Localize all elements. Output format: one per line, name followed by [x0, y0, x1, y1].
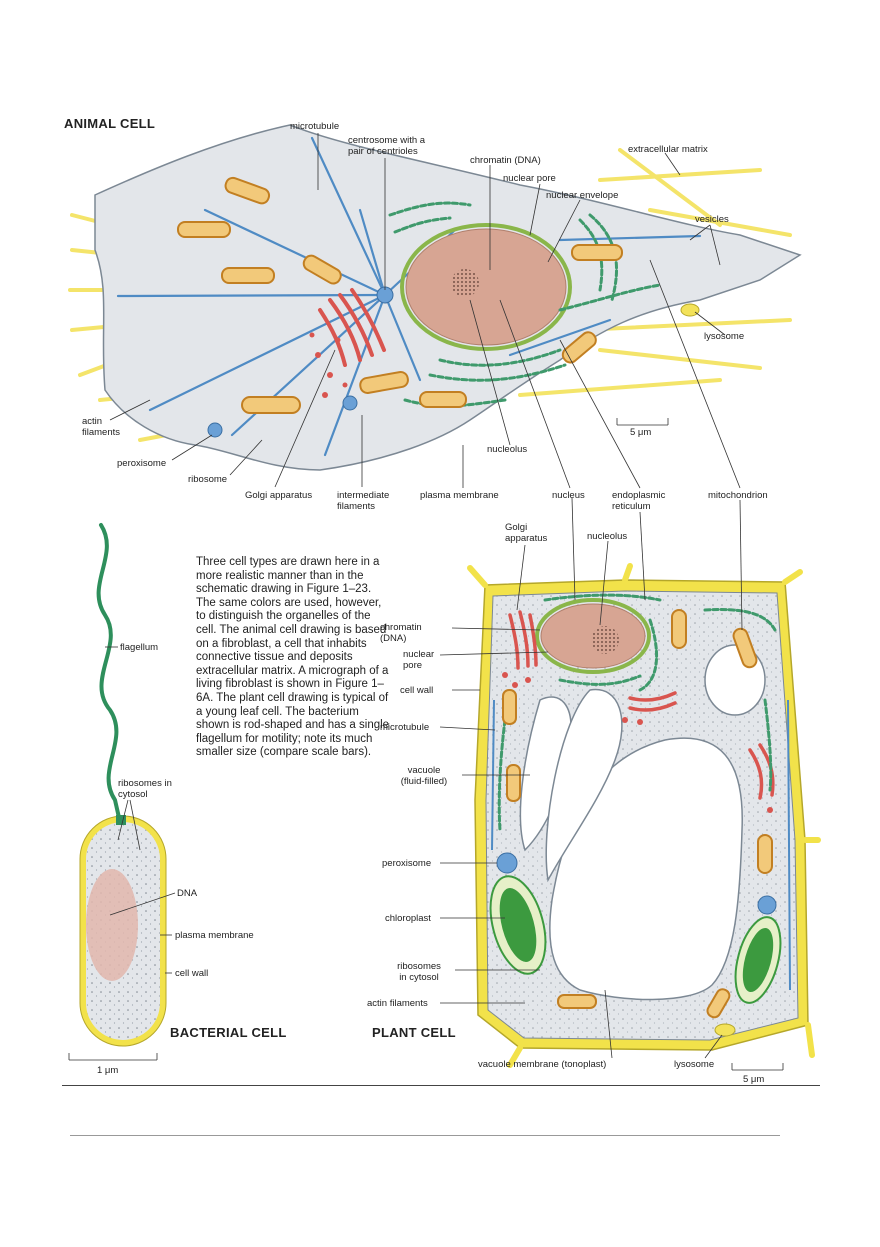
flagellum	[96, 523, 122, 824]
bacterial-cell	[79, 523, 167, 1047]
plant-vacuole-left	[519, 696, 572, 852]
label-bacterial-scale: 1 μm	[97, 1065, 119, 1076]
label-nucleolus: nucleolus	[487, 444, 528, 455]
plant-mitochondria	[502, 609, 773, 1019]
plant-lysosome	[714, 1023, 736, 1037]
label-intermediate: intermediate filaments	[337, 490, 390, 512]
label-plant-actin: actin filaments	[367, 998, 428, 1009]
figure-caption: Three cell types are drawn here in a mor…	[196, 556, 390, 759]
label-plant-chromatin: chromatin (DNA)	[380, 622, 422, 644]
plant-leader-lines	[439, 497, 784, 1071]
label-golgi: Golgi apparatus	[245, 490, 313, 501]
label-flagellum: flagellum	[120, 642, 159, 653]
plant-cell-title: PLANT CELL	[372, 1025, 456, 1040]
label-microtubule: microtubule	[290, 121, 340, 132]
plant-vacuole-middle	[545, 688, 623, 883]
animal-nucleus-envelope	[400, 223, 572, 351]
label-extracellular-matrix: extracellular matrix	[628, 144, 708, 155]
plant-nucleolus	[591, 626, 619, 654]
label-mitochondrion: mitochondrion	[708, 490, 768, 501]
label-bacterial-plasma-membrane: plasma membrane	[175, 930, 254, 941]
animal-vesicle-1	[342, 395, 358, 411]
page-footer-rule	[70, 1135, 780, 1136]
label-chromatin: chromatin (DNA)	[470, 155, 541, 166]
label-plant-microtubule: microtubule	[380, 722, 430, 733]
figure-bottom-rule	[62, 1085, 820, 1086]
label-ribosome: ribosome	[188, 474, 228, 485]
label-nuclear-envelope: nuclear envelope	[546, 190, 619, 201]
bacterial-dna	[86, 869, 138, 981]
label-dna: DNA	[177, 888, 198, 899]
label-plant-scale: 5 μm	[743, 1074, 765, 1085]
label-ribosomes-cytosol: ribosomes in cytosol	[118, 778, 172, 800]
label-vesicles: vesicles	[695, 214, 729, 225]
label-nuclear-pore: nuclear pore	[503, 173, 556, 184]
label-plant-tonoplast: vacuole membrane (tonoplast)	[478, 1059, 607, 1070]
label-nucleus: nucleus	[552, 490, 585, 501]
animal-cell	[68, 124, 802, 471]
bacterial-cell-title: BACTERIAL CELL	[170, 1025, 287, 1040]
plant-cell	[467, 563, 821, 1068]
label-bacterial-cell-wall: cell wall	[175, 968, 209, 979]
label-plant-nucleolus: nucleolus	[587, 531, 628, 542]
label-plant-golgi: Golgi apparatus	[505, 522, 548, 544]
bacterial-leader-lines	[68, 646, 176, 1061]
label-plant-nuclear-pore: nuclear pore	[403, 649, 435, 671]
label-plant-ribosomes: ribosomes in cytosol	[397, 961, 441, 983]
label-lysosome: lysosome	[704, 331, 745, 342]
label-plant-lysosome: lysosome	[674, 1059, 715, 1070]
plant-peroxisome	[496, 852, 518, 874]
plant-nucleus-envelope	[535, 598, 651, 674]
animal-mitochondria	[177, 176, 623, 414]
label-plant-chloroplast: chloroplast	[385, 913, 431, 924]
label-plant-cell-wall: cell wall	[400, 685, 434, 696]
animal-cell-title: ANIMAL CELL	[64, 116, 156, 131]
label-er: endoplasmic reticulum	[612, 490, 666, 512]
animal-leader-lines	[109, 133, 741, 489]
plant-er	[497, 593, 777, 832]
label-animal-scale: 5 μm	[630, 427, 652, 438]
animal-golgi	[318, 288, 386, 367]
animal-nucleus	[405, 228, 567, 346]
golgi-vesicles	[309, 332, 348, 398]
label-plasma-membrane: plasma membrane	[420, 490, 499, 501]
label-plant-vacuole: vacuole (fluid-filled)	[400, 765, 448, 787]
label-centrosome: centrosome with a pair of centrioles	[348, 135, 426, 157]
label-actin: actin filaments	[82, 416, 121, 438]
plant-golgi	[508, 610, 775, 800]
animal-nucleolus	[451, 269, 479, 297]
label-plant-peroxisome: peroxisome	[382, 858, 432, 869]
animal-lysosome	[680, 303, 700, 317]
animal-peroxisome	[207, 422, 223, 438]
label-peroxisome: peroxisome	[117, 458, 167, 469]
